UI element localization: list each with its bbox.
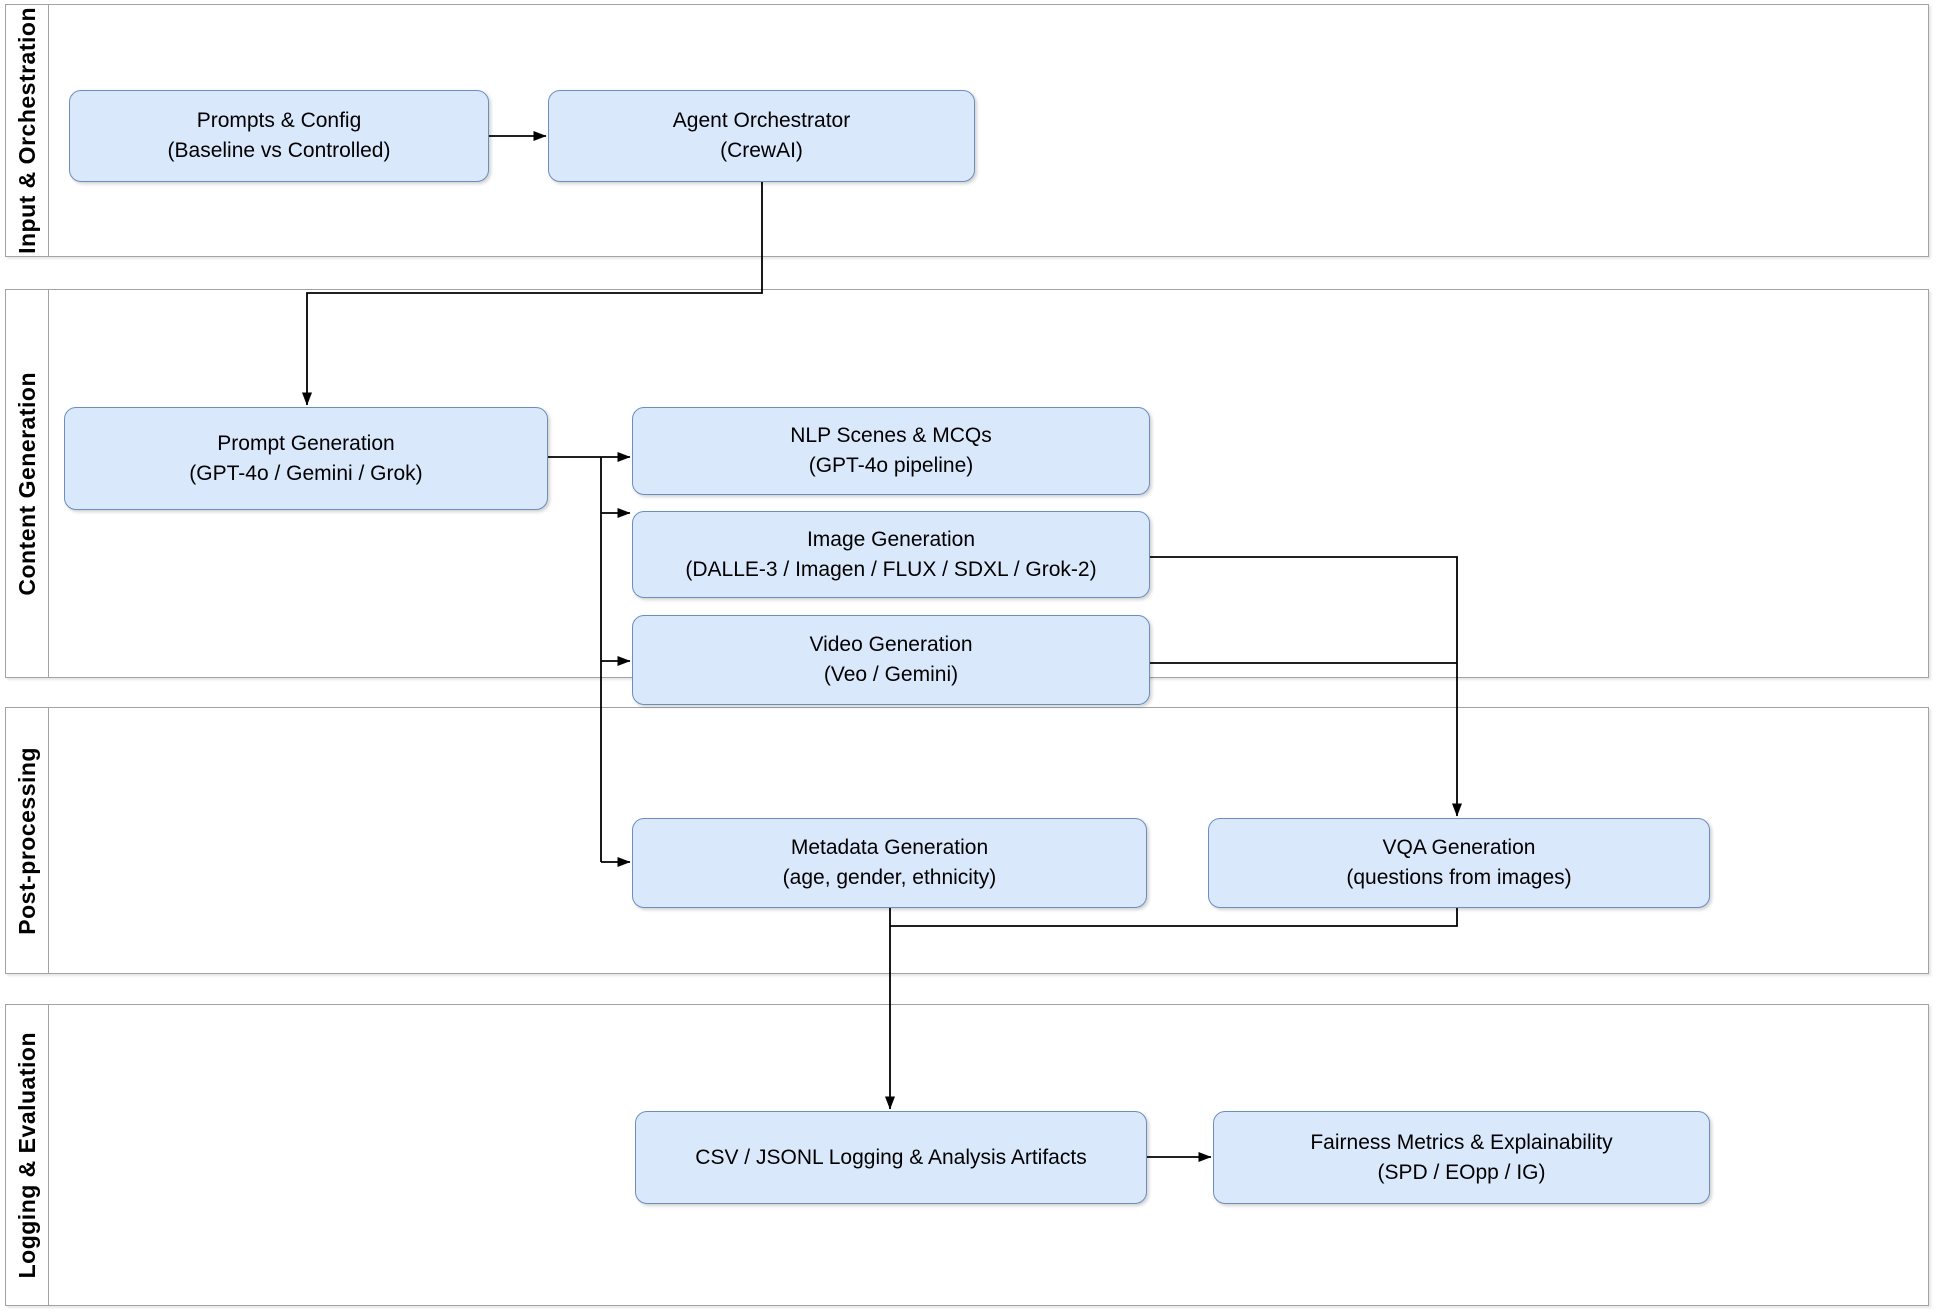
- node-title: Prompt Generation: [217, 431, 395, 455]
- lane-label-cell: Input & Orchestration: [6, 5, 49, 256]
- node-subtitle: (CrewAI): [720, 139, 803, 162]
- lane-title: Content Generation: [13, 371, 40, 596]
- node-fairness-metrics: Fairness Metrics & Explainability (SPD /…: [1213, 1111, 1710, 1204]
- node-subtitle: (GPT-4o pipeline): [808, 454, 974, 477]
- lane-title: Logging & Evaluation: [13, 1031, 40, 1279]
- lane-label-cell: Logging & Evaluation: [6, 1005, 49, 1305]
- node-agent-orchestrator: Agent Orchestrator (CrewAI): [548, 90, 975, 182]
- node-title: Fairness Metrics & Explainability: [1310, 1130, 1613, 1154]
- lane-label-cell: Content Generation: [6, 290, 49, 677]
- lane-label-cell: Post-processing: [6, 708, 49, 973]
- node-title: VQA Generation: [1382, 836, 1536, 859]
- node-subtitle: (age, gender, ethnicity): [782, 866, 997, 889]
- node-title: Video Generation: [809, 633, 973, 656]
- node-title: NLP Scenes & MCQs: [790, 424, 992, 447]
- node-title: Prompts & Config: [196, 109, 362, 132]
- node-video-generation: Video Generation (Veo / Gemini): [632, 615, 1150, 705]
- node-nlp-scenes-mcqs: NLP Scenes & MCQs (GPT-4o pipeline): [632, 407, 1150, 495]
- node-metadata-generation: Metadata Generation (age, gender, ethnic…: [632, 818, 1147, 908]
- node-prompt-generation: Prompt Generation (GPT-4o / Gemini / Gro…: [64, 407, 548, 510]
- node-prompts-config: Prompts & Config (Baseline vs Controlled…: [69, 90, 489, 182]
- lane-title: Input & Orchestration: [13, 7, 40, 254]
- node-title: Metadata Generation: [790, 836, 989, 859]
- node-image-generation: Image Generation (DALLE-3 / Imagen / FLU…: [632, 511, 1150, 598]
- lane-title: Post-processing: [13, 746, 40, 935]
- node-subtitle: (Baseline vs Controlled): [167, 139, 391, 162]
- node-title: Agent Orchestrator: [672, 109, 851, 132]
- node-subtitle: (SPD / EOpp / IG): [1377, 1160, 1546, 1184]
- node-title: CSV / JSONL Logging & Analysis Artifacts: [695, 1145, 1087, 1169]
- node-title: Image Generation: [806, 527, 976, 551]
- node-subtitle: (GPT-4o / Gemini / Grok): [189, 461, 423, 485]
- node-subtitle: (DALLE-3 / Imagen / FLUX / SDXL / Grok-2…: [685, 557, 1097, 581]
- node-csv-jsonl-logging: CSV / JSONL Logging & Analysis Artifacts: [635, 1111, 1147, 1204]
- node-vqa-generation: VQA Generation (questions from images): [1208, 818, 1710, 908]
- node-subtitle: (questions from images): [1346, 866, 1572, 889]
- node-subtitle: (Veo / Gemini): [823, 663, 959, 686]
